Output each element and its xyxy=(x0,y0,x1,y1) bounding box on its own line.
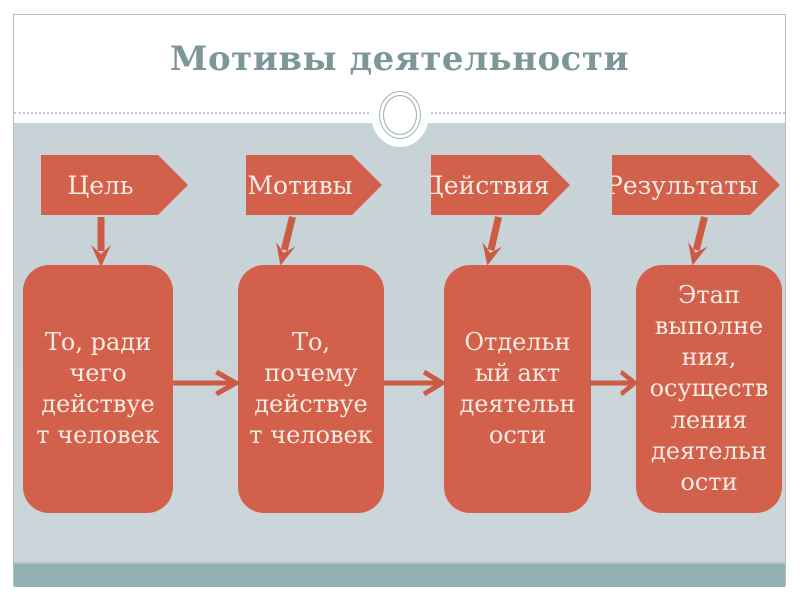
description-box-results: Этап выполне ния, осуществ ления деятель… xyxy=(636,265,782,513)
stage-arrow-actions: Действия xyxy=(431,155,570,215)
slide-header: Мотивы деятельности xyxy=(14,15,785,141)
description-text-motives: То, почему действуе т человек xyxy=(249,327,373,450)
description-box-goal: То, ради чего действуе т человек xyxy=(23,265,173,513)
circle-ornament-ring xyxy=(382,95,417,135)
stage-label-actions: Действия xyxy=(423,170,550,200)
stage-label-results: Результаты xyxy=(606,170,758,200)
slide-title: Мотивы деятельности xyxy=(169,39,630,79)
down-arrow-icon xyxy=(688,216,708,266)
description-box-motives: То, почему действуе т человек xyxy=(238,265,384,513)
circle-ornament-icon xyxy=(376,89,423,141)
down-arrow-icon xyxy=(276,216,296,266)
stage-label-motives: Мотивы xyxy=(247,170,353,200)
description-text-actions: Отдельн ый акт деятельн ости xyxy=(459,327,576,450)
stage-arrow-results: Результаты xyxy=(612,155,780,215)
description-text-goal: То, ради чего действуе т человек xyxy=(36,327,160,450)
right-arrow-icon xyxy=(383,369,447,397)
down-arrow-icon xyxy=(482,216,502,266)
slide-content: Цель Мотивы Действия Результаты xyxy=(14,123,785,587)
stage-arrow-motives: Мотивы xyxy=(246,155,382,215)
right-arrow-icon xyxy=(590,369,639,397)
down-arrow-icon xyxy=(91,217,111,267)
description-box-actions: Отдельн ый акт деятельн ости xyxy=(444,265,591,513)
stage-label-goal: Цель xyxy=(67,170,134,200)
right-arrow-icon xyxy=(173,369,242,397)
description-text-results: Этап выполне ния, осуществ ления деятель… xyxy=(649,280,769,496)
stage-arrow-goal: Цель xyxy=(41,155,188,215)
slide: Мотивы деятельности Цель Мотивы Действия… xyxy=(13,14,786,587)
footer-band xyxy=(14,562,785,587)
